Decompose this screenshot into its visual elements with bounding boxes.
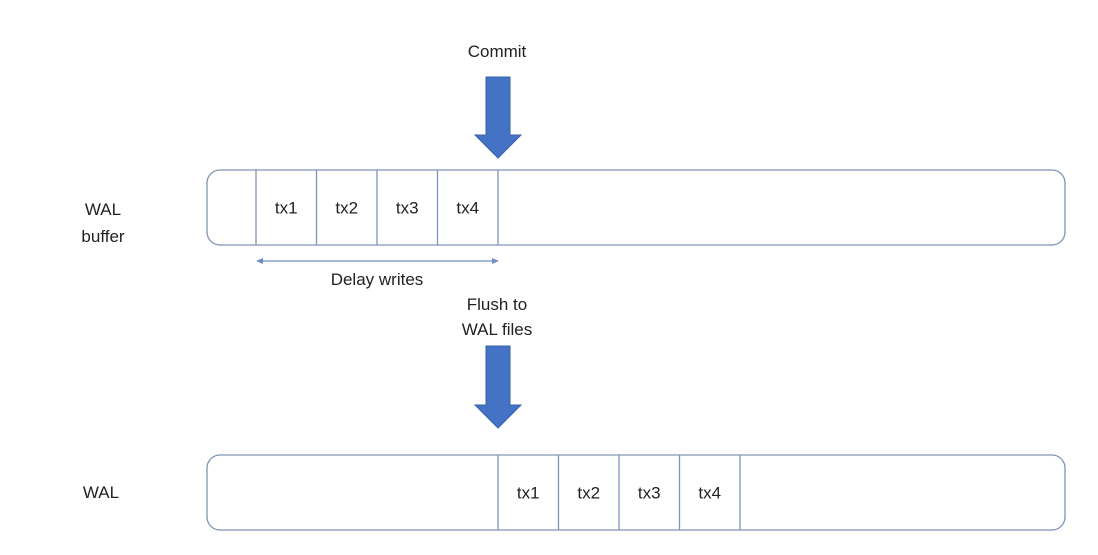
flush-label-line2: WAL files	[462, 320, 533, 339]
wal-buffer-box: tx1 tx2 tx3 tx4	[206, 169, 1066, 246]
buffer-cell-tx4: tx4	[456, 199, 479, 218]
wal-cells: tx1 tx2 tx3 tx4	[497, 455, 741, 530]
delay-writes-span	[256, 258, 499, 264]
wal-buffer-label-line1: WAL	[85, 200, 121, 219]
commit-label: Commit	[468, 42, 527, 61]
flush-label-line1: Flush to	[467, 295, 527, 314]
delay-writes-label: Delay writes	[331, 270, 424, 289]
wal-box: tx1 tx2 tx3 tx4	[206, 454, 1066, 531]
wal-cell-tx4: tx4	[698, 484, 721, 503]
wal-buffer-label-line2: buffer	[81, 227, 125, 246]
arrowhead-left-icon	[256, 258, 263, 264]
arrowhead-right-icon	[492, 258, 499, 264]
wal-buffer-cells: tx1 tx2 tx3 tx4	[255, 170, 499, 245]
wal-cell-tx2: tx2	[577, 484, 600, 503]
wal-cell-tx3: tx3	[638, 484, 661, 503]
wal-cell-tx1: tx1	[517, 484, 540, 503]
buffer-cell-tx3: tx3	[396, 199, 419, 218]
wal-label: WAL	[83, 483, 119, 502]
commit-arrow-icon	[473, 76, 523, 159]
buffer-cell-tx1: tx1	[275, 199, 298, 218]
flush-arrow-icon	[473, 345, 523, 429]
buffer-cell-tx2: tx2	[335, 199, 358, 218]
